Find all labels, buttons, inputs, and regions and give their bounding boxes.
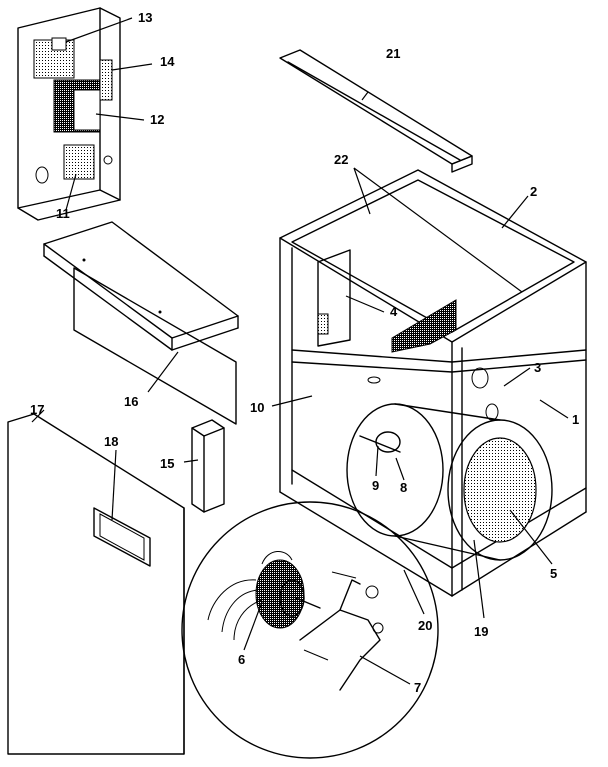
part-labels: 13 14 12 11 21 22 2 4 3 1 10 16 17 18 15… [30,10,579,695]
blower-cabinet [279,169,587,597]
label-14: 14 [160,54,175,69]
label-8: 8 [400,480,407,495]
label-18: 18 [104,434,118,449]
label-4: 4 [390,304,398,319]
label-19: 19 [474,624,488,639]
shelf-panel [43,221,239,425]
label-13: 13 [138,10,152,25]
label-11: 11 [56,206,70,221]
label-5: 5 [550,566,557,581]
label-9: 9 [372,478,379,493]
leader-lines [31,17,569,685]
label-22: 22 [334,152,348,167]
bracket [191,419,225,513]
label-16: 16 [124,394,138,409]
label-10: 10 [250,400,264,415]
door-panel [7,413,185,755]
label-12: 12 [150,112,164,127]
motor-detail-inset [181,501,439,759]
label-15: 15 [160,456,174,471]
label-21: 21 [386,46,400,61]
label-6: 6 [238,652,245,667]
label-20: 20 [418,618,432,633]
control-box [17,7,121,221]
top-rail [279,49,473,173]
label-3: 3 [534,360,541,375]
label-7: 7 [414,680,421,695]
label-1: 1 [572,412,579,427]
label-2: 2 [530,184,537,199]
label-17: 17 [30,402,44,417]
